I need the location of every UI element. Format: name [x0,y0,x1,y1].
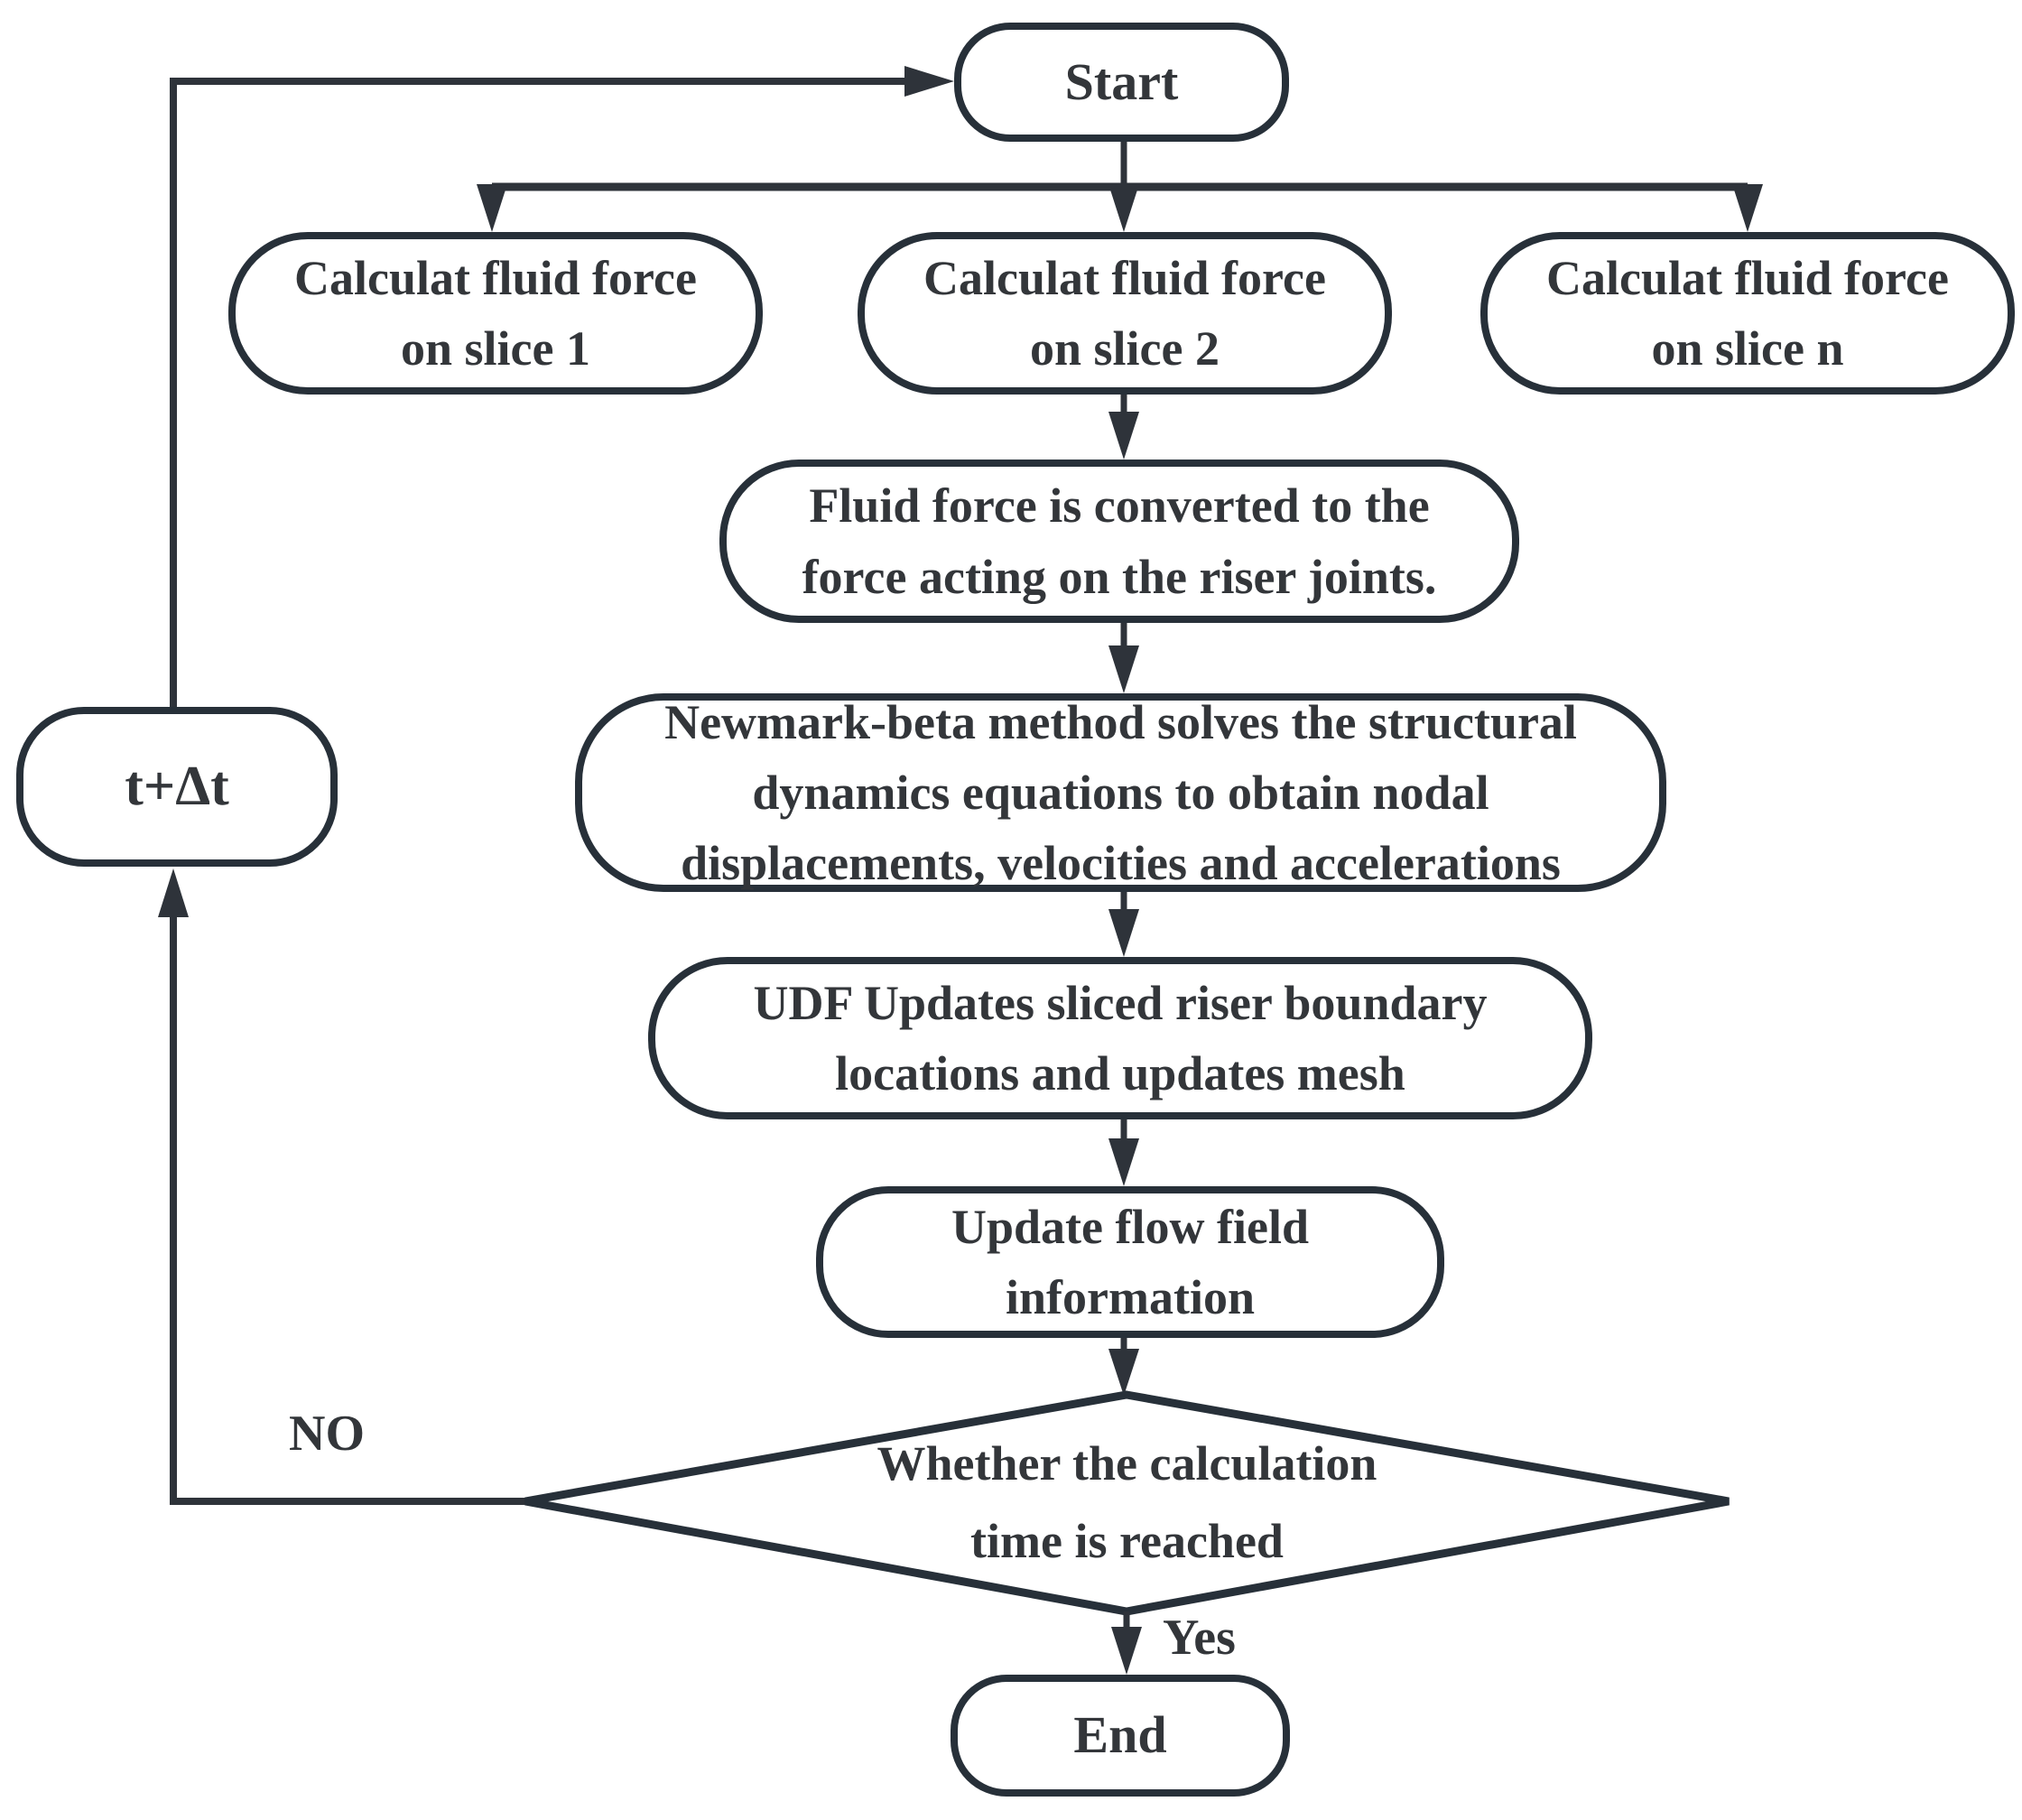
node-time-step: t+Δt [16,707,338,867]
node-convert-force: Fluid force is converted to the force ac… [719,460,1519,623]
arrowhead-into-slice-n [1732,184,1763,232]
node-convert-line1: Fluid force is converted to the [809,478,1430,534]
node-start: Start [954,23,1289,142]
node-slice1-line1: Calculat fluid force [294,250,697,305]
node-update-flow-field: Update flow field information [816,1186,1444,1338]
node-decision-line1: Whether the calculation [877,1435,1377,1490]
node-slice-n: Calculat fluid force on slice n [1480,232,2015,395]
arrowhead-into-slice1 [477,184,507,232]
node-time-step-label: t+Δt [125,755,229,817]
node-newmark-solver: Newmark-beta method solves the structura… [575,693,1666,892]
node-newmark-line3: displacements, velocities and accelerati… [681,836,1561,891]
edge-no-loop [170,915,525,1505]
node-update-flow-line1: Update flow field [951,1199,1309,1254]
node-udf-update-mesh: UDF Updates sliced riser boundary locati… [648,957,1592,1119]
node-slice-n-line1: Calculat fluid force [1546,250,1949,305]
node-slice2: Calculat fluid force on slice 2 [858,232,1392,395]
node-newmark-line1: Newmark-beta method solves the structura… [664,694,1577,749]
node-slice2-line2: on slice 2 [1030,321,1220,376]
node-slice2-line1: Calculat fluid force [923,250,1326,305]
node-update-flow-line2: information [1006,1270,1255,1324]
arrowhead-right-into-start [904,66,954,97]
node-decision-label: Whether the calculation time is reached [525,1407,1729,1598]
node-udf-line1: UDF Updates sliced riser boundary [753,975,1488,1030]
node-slice1-line2: on slice 1 [401,321,590,376]
edge-label-yes: Yes [1163,1610,1236,1666]
arrowhead-into-decision [1108,1349,1139,1396]
node-slice1: Calculat fluid force on slice 1 [228,232,763,395]
node-udf-line2: locations and updates mesh [835,1046,1405,1100]
node-start-label: Start [1064,51,1179,111]
arrowhead-into-end [1111,1627,1142,1675]
node-end-label: End [1073,1705,1167,1765]
arrowhead-up-into-time-step [158,868,189,917]
node-newmark-line2: dynamics equations to obtain nodal [752,765,1489,820]
node-end: End [951,1675,1290,1797]
arrowhead-into-udf [1108,909,1139,957]
node-slice-n-line2: on slice n [1651,321,1844,376]
node-convert-line2: force acting on the riser joints. [802,549,1437,604]
node-decision-line2: time is reached [970,1514,1284,1568]
edge-label-no: NO [289,1406,365,1462]
arrowhead-into-convert [1108,412,1139,460]
arrowhead-into-update [1108,1138,1139,1186]
arrowhead-into-newmark [1108,645,1139,693]
arrowhead-into-slice2 [1108,184,1139,232]
edge-loop-to-start [170,78,907,707]
